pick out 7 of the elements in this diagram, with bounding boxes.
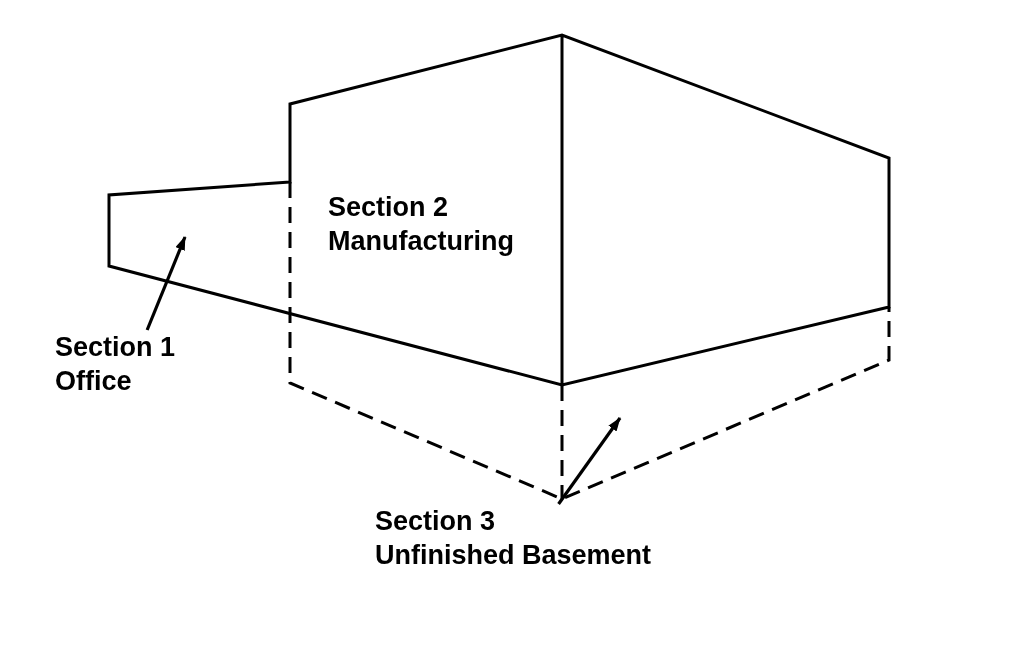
section-heading: Section 3 xyxy=(375,505,496,538)
leader-arrow xyxy=(557,417,622,505)
section-name: Office xyxy=(55,365,132,398)
section-label: Section 2 Manufacturing xyxy=(328,191,515,258)
leader-arrow xyxy=(145,236,187,331)
section-heading: Section 1 xyxy=(55,331,176,364)
section-name: Unfinished Basement xyxy=(375,539,652,572)
